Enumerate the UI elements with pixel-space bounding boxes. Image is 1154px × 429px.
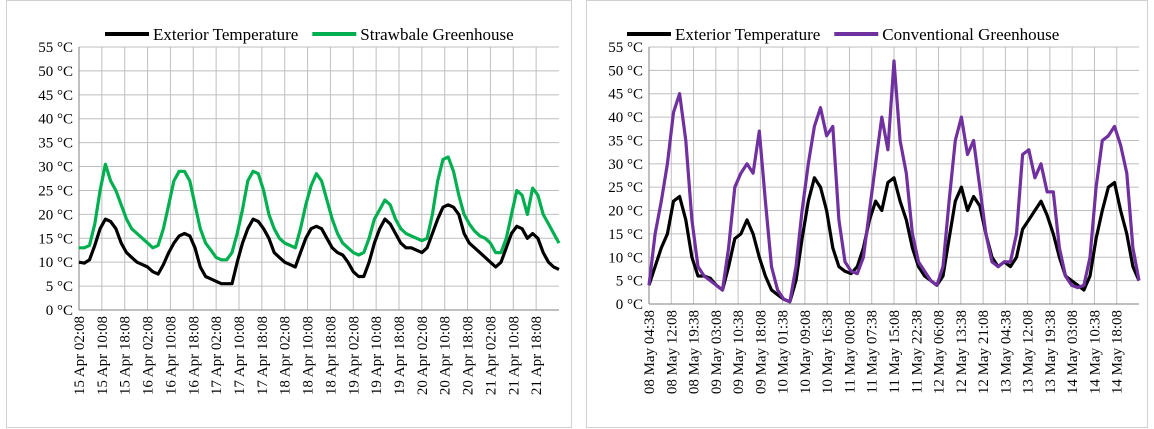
x-tick-label: 17 Apr 02:08 [209,316,225,395]
y-tick-label: 45 °C [38,88,73,104]
x-tick-label: 11 May 00:08 [842,310,858,394]
y-tick-label: 15 °C [608,227,643,243]
y-tick-label: 40 °C [608,110,643,126]
x-tick-label: 19 Apr 18:08 [392,316,408,395]
x-tick-label: 16 Apr 18:08 [186,316,202,395]
series-line-exterior-temperature [647,176,1141,304]
x-tick-label: 18 Apr 18:08 [323,316,339,395]
x-tick-label: 08 May 19:38 [687,310,703,394]
x-tick-label: 18 Apr 10:08 [301,316,317,395]
x-tick-label: 14 May 10:38 [1087,310,1103,394]
legend-entry: Exterior Temperature [627,25,820,44]
x-tick-label: 18 Apr 02:08 [278,316,294,395]
y-tick-label: 20 °C [608,204,643,220]
x-tick-label: 19 Apr 02:08 [346,316,362,395]
x-tick-label: 11 May 15:08 [887,310,903,394]
legend-label: Strawbale Greenhouse [360,25,513,44]
x-tick-label: 15 Apr 10:08 [95,316,111,395]
y-tick-label: 45 °C [608,87,643,103]
x-tick-label: 10 May 09:08 [798,310,814,394]
x-tick-label: 19 Apr 10:08 [369,316,385,395]
x-tick-label: 10 May 16:38 [820,310,836,394]
legend-entry: Strawbale Greenhouse [312,25,514,44]
x-tick-label: 21 Apr 02:08 [483,316,499,395]
x-tick-label: 10 May 01:38 [776,310,792,394]
conventional-chart-svg: 0 °C 5 °C 10 °C 15 °C 20 °C 25 °C 30 °C 35 °C 40… [608,25,1141,394]
x-tick-label: 15 Apr 18:08 [118,316,134,395]
series-line-greenhouse [79,155,561,262]
x-tick-label: 12 May 13:38 [954,310,970,394]
legend-entry: Exterior Temperature [105,25,298,44]
y-tick-label: 40 °C [38,112,73,128]
x-tick-label: 17 Apr 18:08 [255,316,271,395]
y-tick-label: 35 °C [38,136,73,152]
legend-label: Exterior Temperature [675,25,820,44]
x-tick-label: 21 Apr 10:08 [506,316,522,395]
y-tick-label: 5 °C [616,274,643,290]
x-tick-label: 08 May 04:38 [642,310,658,394]
legend-label: Conventional Greenhouse [882,25,1059,44]
x-tick-label: 09 May 10:38 [731,310,747,394]
x-tick-label: 11 May 07:38 [865,310,881,394]
legend-label: Exterior Temperature [153,25,298,44]
y-tick-label: 25 °C [608,180,643,196]
x-tick-label: 14 May 03:08 [1065,310,1081,394]
y-tick-label: 10 °C [608,250,643,266]
y-tick-label: 5 °C [46,279,73,295]
y-tick-label: 55 °C [38,40,73,56]
x-tick-label: 21 Apr 18:08 [529,316,545,395]
x-tick-label: 08 May 12:08 [664,310,680,394]
x-tick-label: 20 Apr 02:08 [415,316,431,395]
x-tick-label: 11 May 22:38 [909,310,925,394]
series-line-exterior-temperature [78,203,560,286]
chart-panel-conventional: 0 °C 5 °C 10 °C 15 °C 20 °C 25 °C 30 °C 35 °C 40… [586,0,1148,428]
x-tick-label: 15 Apr 02:08 [72,316,88,395]
x-tick-label: 17 Apr 10:08 [232,316,248,395]
x-tick-label: 20 Apr 18:08 [461,316,477,395]
x-tick-label: 12 May 06:08 [932,310,948,394]
y-tick-label: 25 °C [38,183,73,199]
y-tick-label: 30 °C [38,160,73,176]
x-tick-label: 09 May 03:08 [709,310,725,394]
strawbale-chart-svg: 0 °C 5 °C 10 °C 15 °C 20 °C 25 °C 30 °C 35 °C 40… [38,25,561,395]
chart-panel-strawbale: 0 °C 5 °C 10 °C 15 °C 20 °C 25 °C 30 °C 35 °C 40… [6,0,572,428]
x-tick-label: 20 Apr 10:08 [438,316,454,395]
x-tick-label: 13 May 19:38 [1043,310,1059,394]
y-tick-label: 35 °C [608,133,643,149]
y-tick-label: 20 °C [38,207,73,223]
y-tick-label: 0 °C [46,303,73,319]
x-tick-label: 09 May 18:08 [753,310,769,394]
x-tick-label: 13 May 12:08 [1021,310,1037,394]
legend-entry: Conventional Greenhouse [834,25,1059,44]
y-tick-label: 30 °C [608,157,643,173]
x-tick-label: 12 May 21:08 [976,310,992,394]
y-tick-label: 50 °C [38,64,73,80]
series-line-greenhouse [647,59,1141,304]
y-tick-label: 50 °C [608,63,643,79]
x-tick-label: 14 May 18:08 [1110,310,1126,394]
y-tick-label: 15 °C [38,231,73,247]
y-tick-label: 55 °C [608,40,643,56]
y-tick-label: 10 °C [38,255,73,271]
x-tick-label: 13 May 04:38 [998,310,1014,394]
gridlines [649,46,1139,305]
x-tick-label: 16 Apr 10:08 [163,316,179,395]
y-tick-label: 0 °C [616,297,643,313]
x-tick-label: 16 Apr 02:08 [141,316,157,395]
